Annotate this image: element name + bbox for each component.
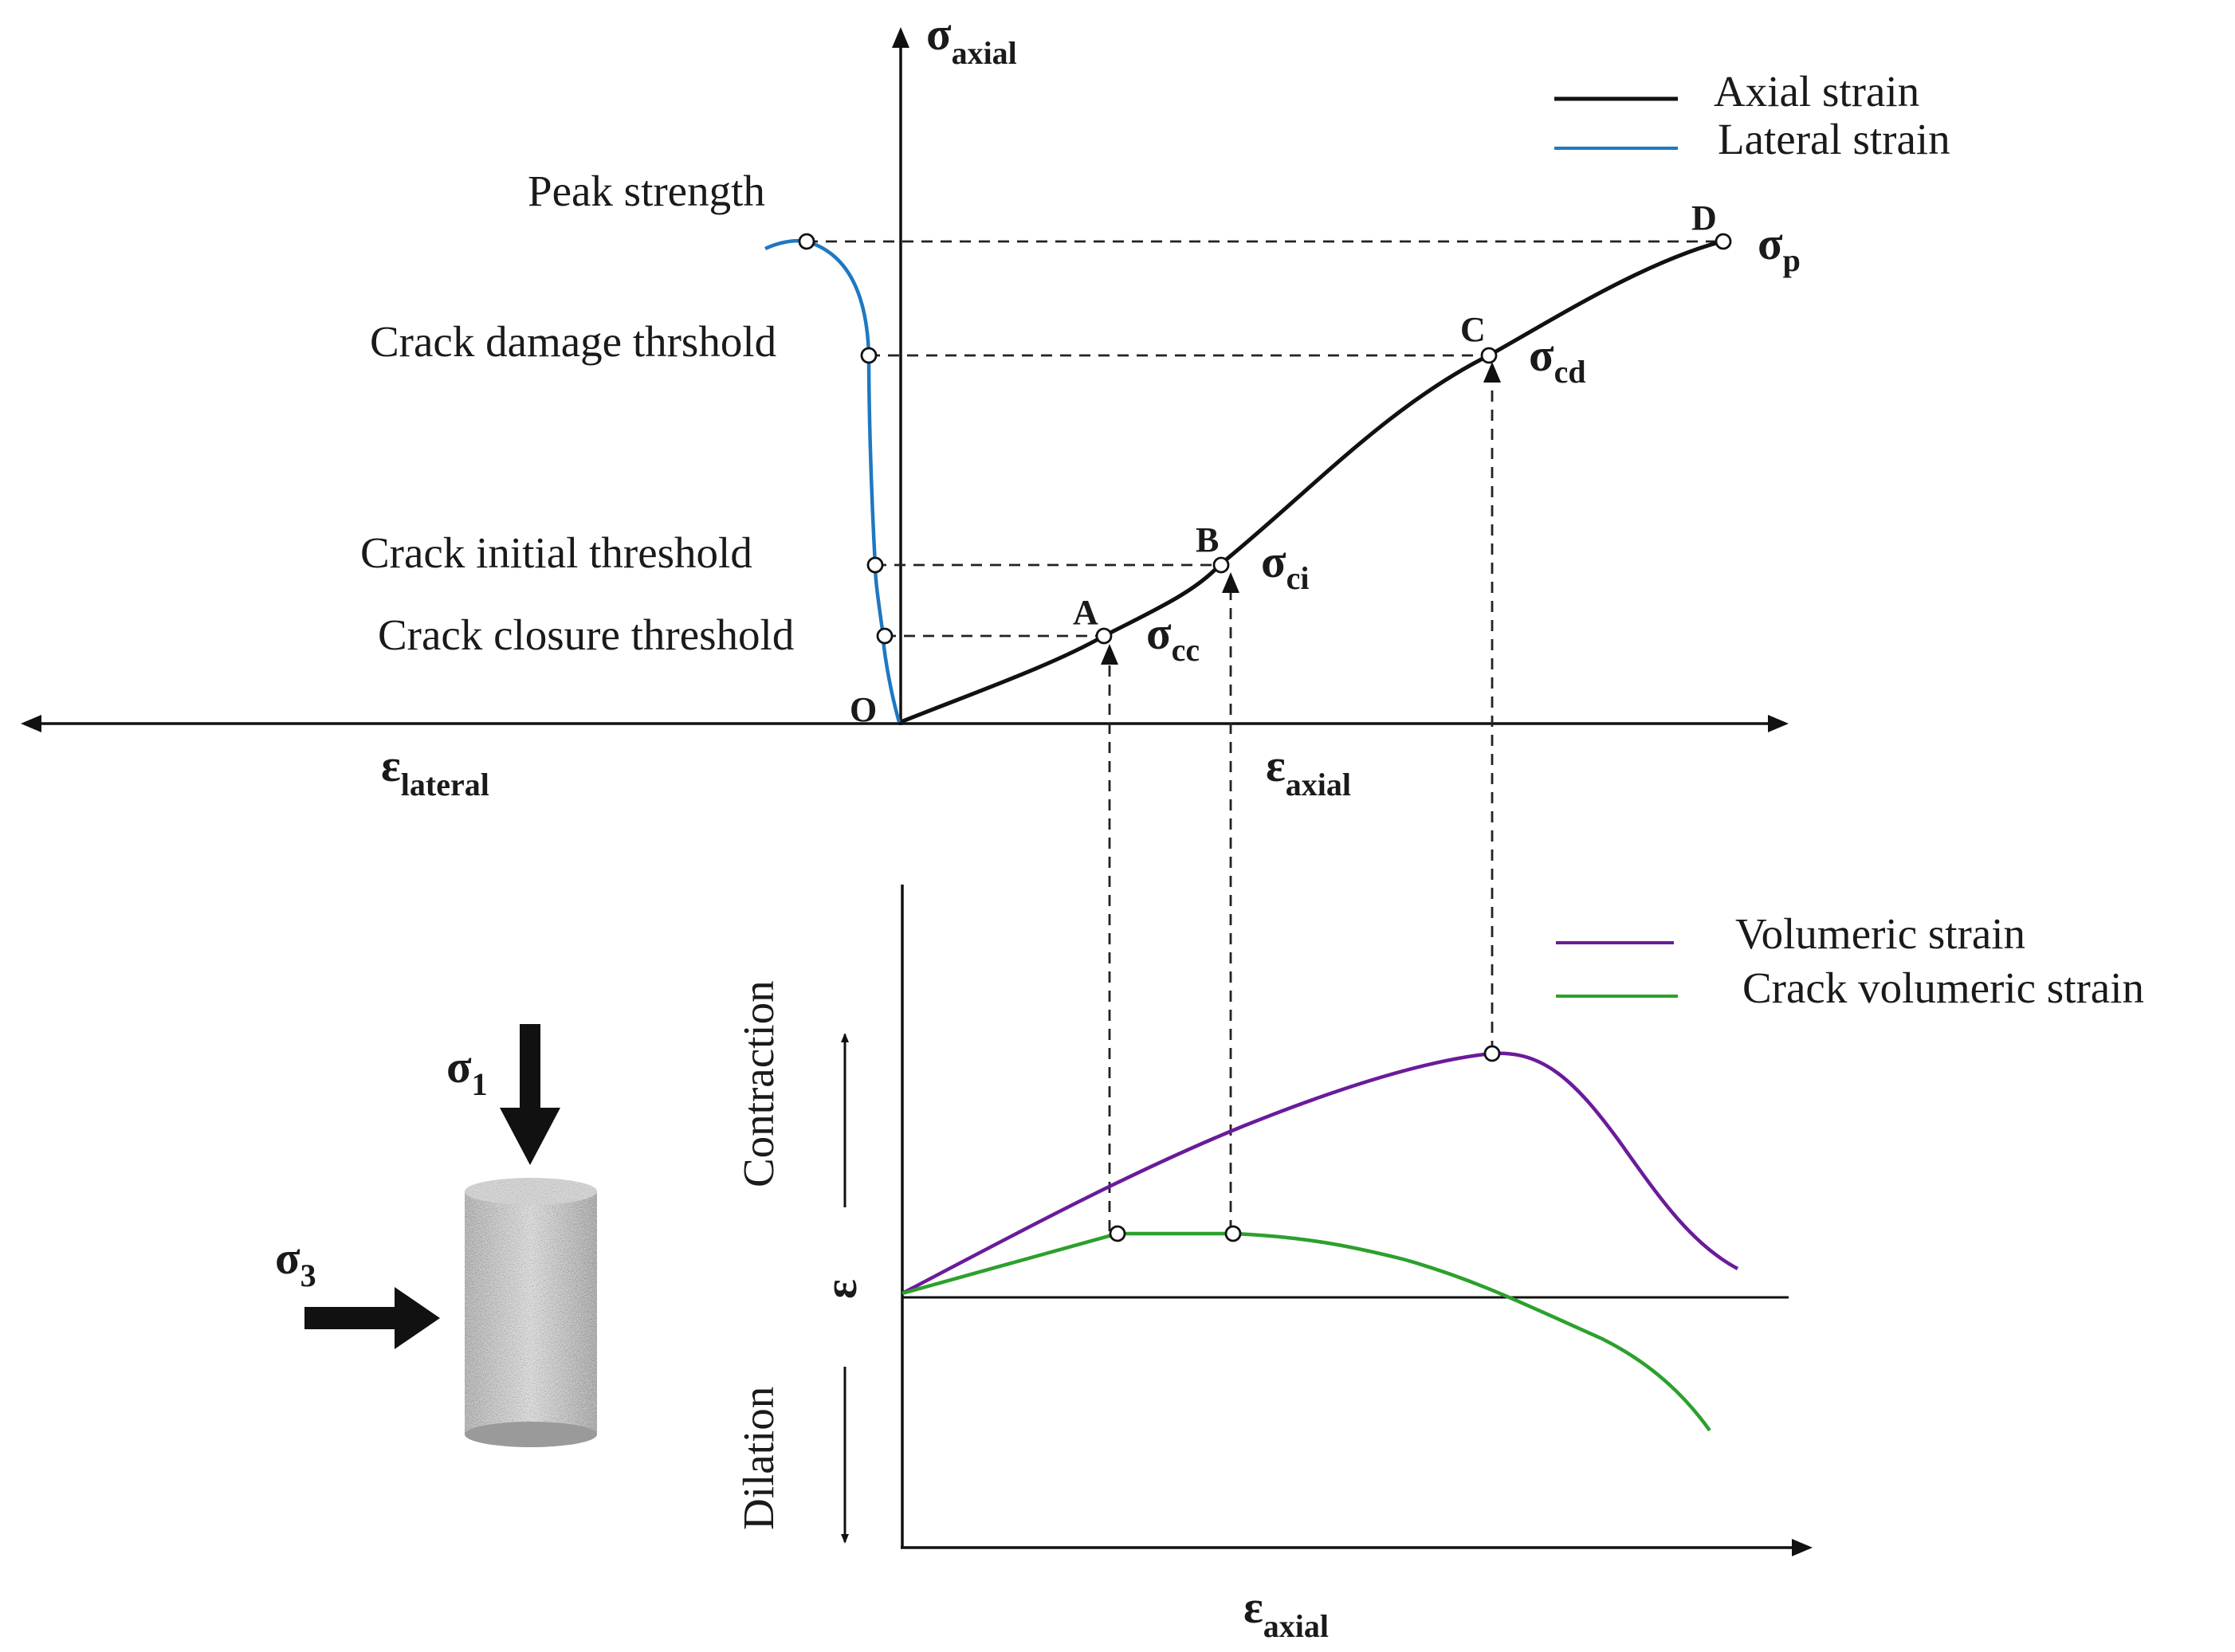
dilation-label: Dilation (734, 1387, 783, 1530)
marker-crack-a (1109, 1225, 1126, 1242)
label-crack-closure: Crack closure threshold (378, 610, 794, 659)
legend-axial-label: Axial strain (1714, 67, 1919, 116)
top-chart: σaxial εaxial εlateral O Axial strain La… (21, 8, 1950, 802)
sigma3-label: σ3 (275, 1232, 316, 1293)
marker-d (1715, 233, 1732, 250)
marker-b (1212, 556, 1230, 574)
epsilon-lateral-label: εlateral (381, 740, 489, 802)
bottom-chart: Contraction Dilation ε εaxial Volumeric … (734, 885, 2144, 1644)
point-a-label: A (1073, 593, 1098, 632)
sigma3-arrow-shaft (304, 1307, 397, 1329)
specimen-texture (465, 1191, 597, 1434)
volumetric-strain-curve (901, 1051, 1739, 1295)
label-crack-initial: Crack initial threshold (360, 528, 752, 577)
connectors (1101, 362, 1501, 1231)
marker-lateral-ci (866, 556, 884, 574)
marker-a (1095, 627, 1113, 645)
sigma-ci-symbol: σci (1261, 536, 1309, 596)
axial-strain-curve (900, 239, 1722, 724)
legend-crack-volumetric-label: Crack volumeric strain (1742, 963, 2144, 1012)
bottom-epsilon-label: ε (815, 1279, 866, 1299)
sigma-cd-symbol: σcd (1529, 329, 1586, 390)
sigma1-arrow-head (500, 1108, 560, 1165)
sigma1-arrow-shaft (520, 1024, 540, 1110)
specimen-top-texture (465, 1178, 597, 1205)
top-legend: Axial strain Lateral strain (1554, 67, 1950, 163)
crack-volumetric-strain-curve (901, 1231, 1711, 1432)
sigma3-arrow-head (395, 1287, 440, 1349)
marker-c (1480, 347, 1498, 364)
epsilon-axial-label: εaxial (1266, 740, 1351, 802)
marker-lateral-cd (860, 347, 878, 364)
legend-lateral-label: Lateral strain (1718, 115, 1950, 163)
contraction-label: Contraction (734, 980, 783, 1187)
specimen-bottom (465, 1422, 597, 1447)
marker-crack-b (1224, 1225, 1242, 1242)
marker-volumetric-peak (1483, 1045, 1501, 1062)
legend-volumetric-label: Volumeric strain (1735, 909, 2025, 958)
point-c-label: C (1460, 310, 1486, 349)
marker-lateral-cc (876, 627, 894, 645)
label-peak-strength: Peak strength (528, 167, 765, 215)
specimen-illustration: σ1 σ3 (275, 1024, 597, 1447)
point-d-label: D (1691, 198, 1717, 237)
point-b-label: B (1196, 520, 1219, 559)
marker-lateral-peak (798, 233, 815, 250)
sigma-cc-symbol: σcc (1146, 607, 1200, 668)
sigma-p-symbol: σp (1758, 218, 1801, 278)
bottom-legend: Volumeric strain Crack volumeric strain (1556, 909, 2144, 1012)
origin-label: O (850, 690, 877, 729)
bottom-epsilon-axial-label: εaxial (1243, 1581, 1329, 1644)
sigma-axial-label: σaxial (926, 8, 1017, 71)
label-crack-damage: Crack damage thrshold (370, 317, 776, 366)
sigma1-label: σ1 (446, 1041, 488, 1102)
